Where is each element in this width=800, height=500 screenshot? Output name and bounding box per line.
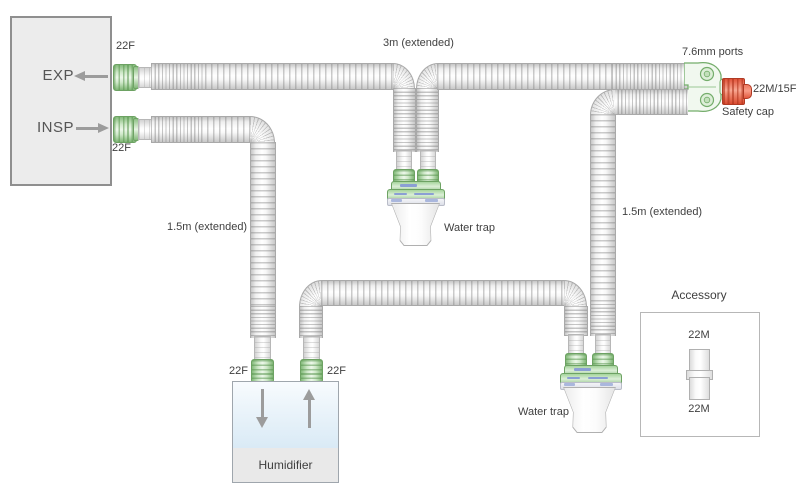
exp-label: EXP (42, 67, 74, 84)
insp-label: INSP (36, 119, 74, 136)
exp-port-size-label: 22F (116, 40, 135, 52)
wye-ports-label: 7.6mm ports (682, 46, 744, 58)
accessory-top-size-label: 22M (688, 329, 710, 341)
insp-return-tube (590, 114, 616, 304)
humidifier-outlet-tube (321, 280, 564, 306)
exp-tube-length-label: 3m (extended) (383, 37, 454, 49)
humidifier-inlet-connector (251, 359, 274, 383)
humidifier-outlet-size-label: 22F (327, 365, 346, 377)
exp-bend-down (393, 63, 415, 89)
water-trap-insp-label: Water trap (518, 406, 569, 418)
humidifier-chamber (232, 381, 339, 450)
insp-port-size-label: 22F (112, 142, 131, 154)
insp-supply-tube-v (250, 142, 276, 306)
exp-drop-tube-right (416, 88, 439, 152)
insp-supply-tube-h (201, 116, 250, 143)
water-trap-exp-label: Water trap (444, 222, 495, 234)
insp-return-tube-to-wye (614, 89, 688, 115)
insp-supply-bend (250, 116, 275, 143)
safety-cap-tip (743, 84, 752, 99)
humidifier-inlet-size-label: 22F (229, 365, 248, 377)
exp-connector-22f (113, 64, 139, 91)
exp-bend-up (416, 63, 438, 89)
exp-tube-to-wye (612, 63, 688, 90)
patient-connector-size-label: 22M/15F (753, 83, 797, 95)
humidifier-base: Humidifier (232, 448, 339, 483)
accessory-title: Accessory (671, 288, 727, 302)
insp-supply-tube-bottom (250, 306, 276, 338)
exp-tube-2 (437, 63, 612, 90)
exp-tube (205, 63, 393, 90)
humidifier-outlet-stub (299, 306, 323, 338)
insp-supply-length-label: 1.5m (extended) (167, 221, 248, 233)
accessory-bottom-size-label: 22M (688, 403, 710, 415)
insp-return-tube-segment (590, 304, 616, 336)
safety-cap (722, 78, 745, 105)
insp-supply-tube-segment (151, 116, 201, 143)
insp-return-length-label: 1.5m (extended) (622, 206, 703, 218)
outlet-tube-drop (564, 306, 588, 336)
outlet-tube-bend-down (564, 280, 587, 307)
insp-connector-22f (113, 116, 139, 143)
exp-tube-segment (151, 63, 205, 90)
safety-cap-label: Safety cap (722, 106, 774, 118)
ventilator-panel (10, 16, 112, 186)
humidifier-outlet-connector (300, 359, 323, 383)
insp-return-bend (590, 89, 615, 115)
humidifier-outlet-bend (299, 280, 322, 307)
wye-piece (684, 61, 730, 113)
exp-drop-tube-left (393, 88, 416, 152)
humidifier-label: Humidifier (258, 458, 313, 472)
